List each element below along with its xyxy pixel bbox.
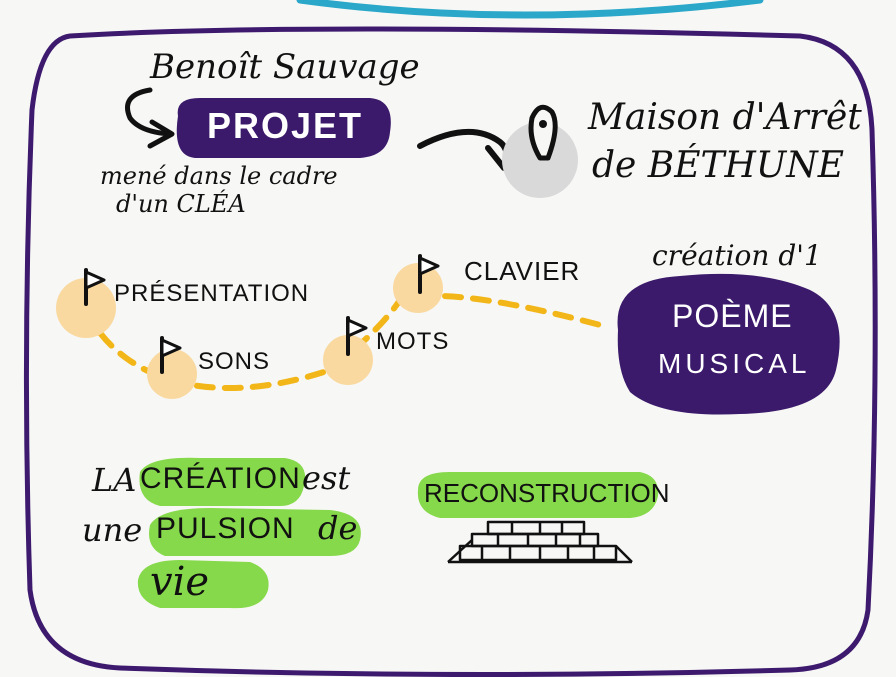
result-intro: création d'1 [652, 239, 822, 272]
location-pin-icon [528, 104, 558, 161]
quote-une: une [82, 511, 143, 549]
flag-icon [418, 254, 440, 294]
projet-label: PROJET [207, 105, 364, 146]
step-dot-presentation [56, 278, 116, 338]
highlight-vie [137, 560, 269, 609]
step-dot-mots [323, 335, 373, 385]
flag-icon [84, 268, 106, 306]
poeme-blob [617, 273, 840, 415]
quote-creation: CRÉATION [140, 462, 301, 495]
frame-border [23, 26, 878, 677]
quote-la: LA [92, 461, 137, 499]
highlight-pulsion [149, 508, 361, 556]
author-arrowhead [147, 119, 175, 149]
quote-est: est [302, 459, 351, 497]
journey-path [83, 292, 603, 391]
projet-desc-line2: d'un CLÉA [116, 190, 246, 218]
location-line1: Maison d'Arrêt [588, 97, 862, 138]
step-label-presentation: PRÉSENTATION [114, 280, 310, 307]
location-line2: de BÉTHUNE [592, 145, 845, 186]
step-dot-sons [147, 349, 197, 399]
flag-icon [160, 336, 182, 374]
stairs-icon [447, 520, 633, 564]
top-arc [296, 0, 764, 19]
projet-pill [176, 98, 391, 158]
step-label-sons: SONS [198, 348, 271, 375]
reconstruction-label: RECONSTRUCTION [424, 478, 670, 508]
flag-icon [346, 316, 368, 356]
result-line2: MUSICAL [658, 348, 811, 379]
projet-desc-line1: mené dans le cadre [100, 162, 338, 190]
quote-de: de [318, 509, 358, 547]
step-label-mots: MOTS [376, 328, 450, 355]
author-arrow [125, 87, 173, 137]
highlight-creation [139, 457, 306, 506]
result-line1: POÈME [672, 298, 793, 334]
highlight-reconstruction [417, 472, 659, 518]
quote-vie: vie [150, 559, 210, 605]
author-name: Benoît Sauvage [150, 47, 420, 87]
step-label-clavier: CLAVIER [464, 256, 581, 286]
quote-pulsion: PULSION [156, 512, 295, 545]
location-arrow [417, 129, 511, 171]
